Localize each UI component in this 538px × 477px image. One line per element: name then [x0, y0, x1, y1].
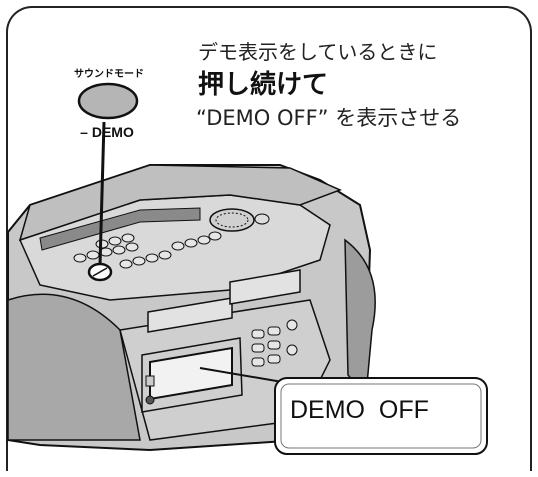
top-button-row — [73, 231, 222, 269]
speaker-left — [7, 293, 141, 441]
front-switch — [145, 375, 155, 387]
display-callout-box — [274, 377, 488, 455]
speaker-right — [344, 238, 376, 397]
sound-mode-button — [77, 82, 139, 120]
button-bottom-label: – DEMO — [80, 124, 134, 140]
headphone-jack — [145, 395, 155, 405]
jog-dial — [209, 208, 255, 232]
device-rear-ridge — [18, 164, 342, 242]
button-top-label: サウンドモード — [74, 69, 144, 80]
instruction-line-2: 押し続けて — [198, 70, 329, 100]
display-window — [149, 346, 233, 401]
instruction-line-3: “DEMO OFF” を表示させる — [196, 106, 462, 130]
cd-slot — [39, 207, 201, 251]
cassette-slot-right — [229, 269, 301, 305]
instruction-line-1: デモ表示をしているときに — [198, 40, 438, 64]
pointer-line-button — [98, 121, 106, 266]
cassette-slot-left — [147, 297, 233, 333]
small-button-top — [254, 213, 270, 225]
front-keypad — [251, 319, 298, 367]
display-callout-text: DEMO OFF — [290, 396, 429, 424]
